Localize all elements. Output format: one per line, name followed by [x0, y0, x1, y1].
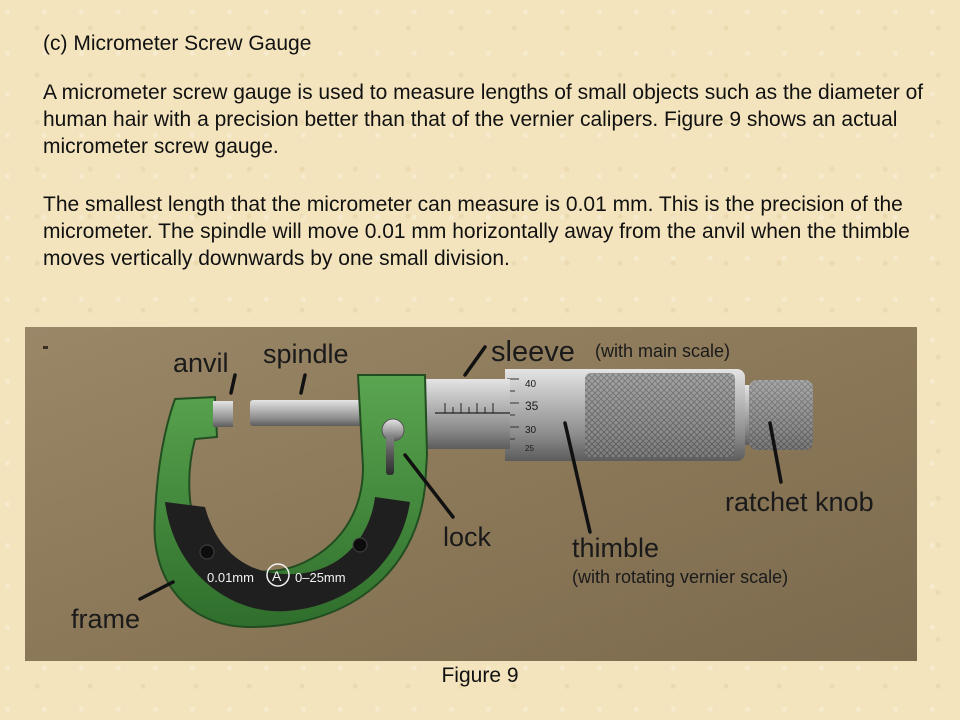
thimble-scale-25: 25 [525, 444, 534, 453]
resolution-marking: 0.01mm [207, 570, 254, 585]
label-frame: frame [71, 604, 140, 634]
intro-paragraph: A micrometer screw gauge is used to meas… [43, 81, 924, 158]
background-speck [43, 346, 48, 349]
frame: 0.01mm A 0–25mm [153, 374, 429, 629]
precision-paragraph: The smallest length that the micrometer … [43, 193, 910, 270]
figure-caption: Figure 9 [441, 664, 519, 687]
label-thimble-note: (with rotating vernier scale) [572, 567, 788, 587]
thimble-scale-30: 30 [525, 425, 537, 436]
label-sleeve: sleeve [491, 336, 575, 368]
thimble: 40 35 30 25 [505, 369, 745, 461]
label-thimble: thimble [572, 533, 659, 563]
lock-lever [381, 418, 405, 475]
spindle [250, 400, 362, 426]
brand-marking: A [272, 568, 282, 584]
label-spindle: spindle [263, 339, 349, 369]
micrometer-illustration: 40 35 30 25 [25, 327, 917, 661]
section-heading: (c) Micrometer Screw Gauge [43, 32, 312, 55]
thimble-scale-40: 40 [525, 379, 537, 390]
label-ratchet-knob: ratchet knob [725, 487, 874, 517]
range-marking: 0–25mm [295, 570, 346, 585]
micrometer-figure: 40 35 30 25 [25, 327, 917, 661]
label-lock: lock [443, 522, 492, 552]
label-pointers [138, 345, 783, 601]
thimble-scale-35: 35 [525, 399, 539, 413]
label-sleeve-note: (with main scale) [595, 341, 730, 361]
sleeve [420, 379, 510, 449]
anvil [213, 401, 233, 427]
label-anvil: anvil [173, 348, 229, 378]
